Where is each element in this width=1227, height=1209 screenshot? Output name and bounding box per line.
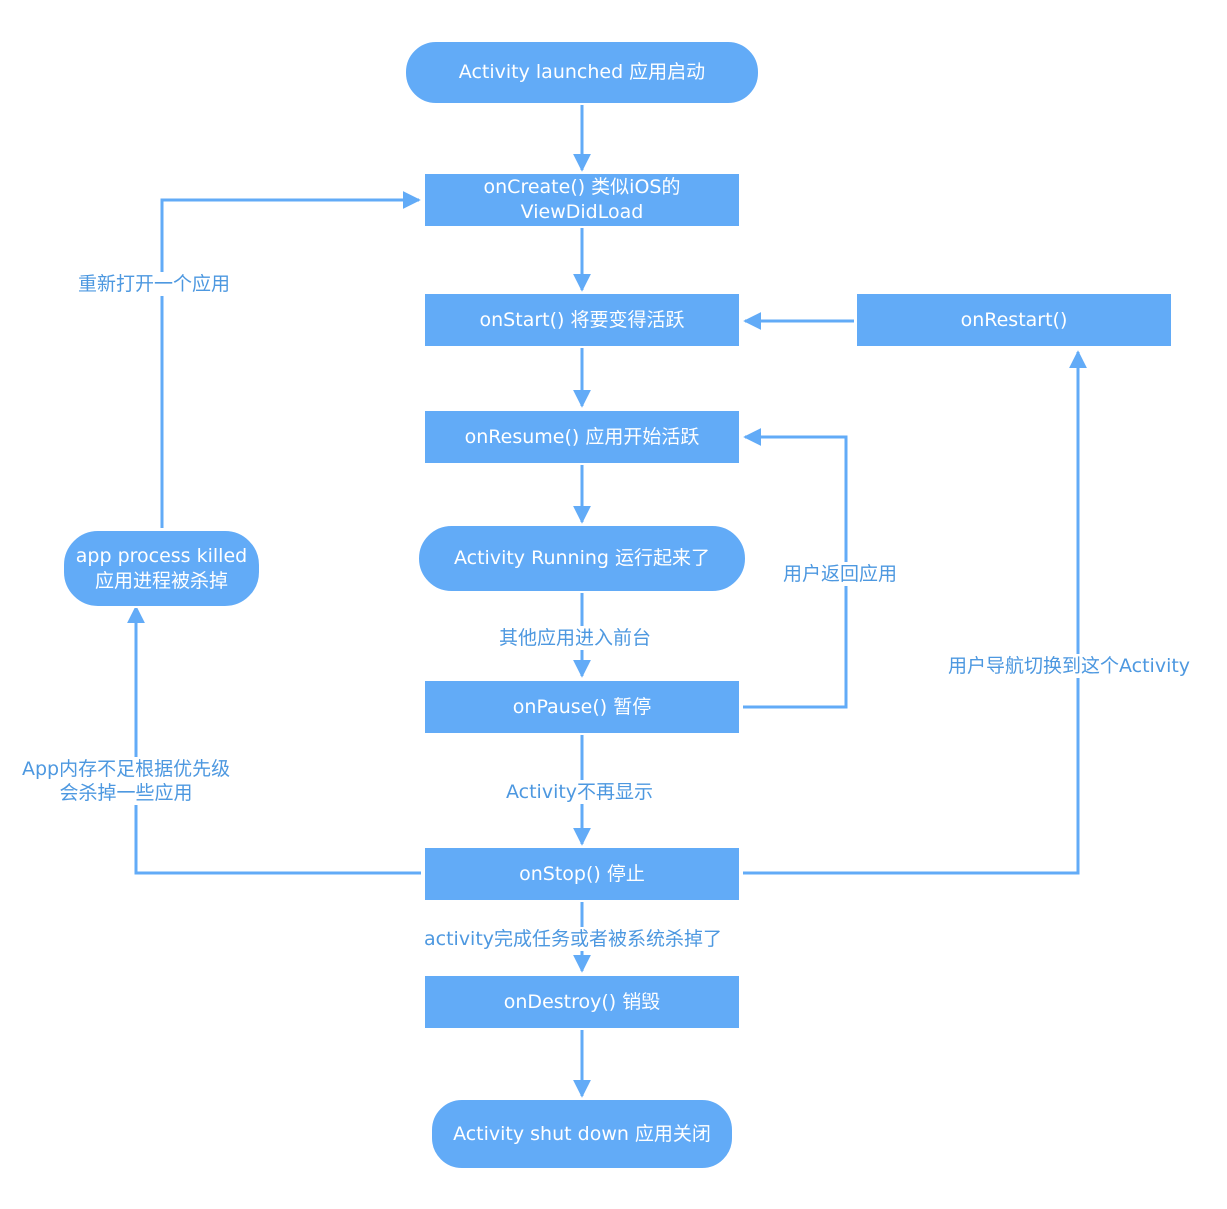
edge-label-low-memory: App内存不足根据优先级 会杀掉一些应用 <box>20 757 233 805</box>
node-activity-launched-label: Activity launched 应用启动 <box>458 61 706 83</box>
node-ondestroy-label: onDestroy() 销毁 <box>503 990 661 1013</box>
node-onstop: onStop() 停止 <box>423 846 741 902</box>
node-activity-running: Activity Running 运行起来了 <box>417 524 747 593</box>
node-app-process-killed: app process killed 应用进程被杀掉 <box>62 529 261 608</box>
node-onresume-label: onResume() 应用开始活跃 <box>464 425 700 448</box>
node-onstart-label: onStart() 将要变得活跃 <box>479 308 685 331</box>
node-onpause-label: onPause() 暂停 <box>512 695 652 718</box>
node-activity-shut-down: Activity shut down 应用关闭 <box>430 1098 734 1170</box>
node-onrestart-label: onRestart() <box>960 308 1068 331</box>
node-onstop-label: onStop() 停止 <box>519 862 645 885</box>
node-onstart: onStart() 将要变得活跃 <box>423 292 741 348</box>
node-onpause: onPause() 暂停 <box>423 679 741 735</box>
edge-killed-to-oncreate <box>160 191 421 528</box>
node-activity-shut-down-label: Activity shut down 应用关闭 <box>453 1122 711 1145</box>
node-onresume: onResume() 应用开始活跃 <box>423 409 741 465</box>
edge-label-not-shown: Activity不再显示 <box>504 780 656 804</box>
edge-label-reopen: 重新打开一个应用 <box>76 272 233 296</box>
edge-onstop-to-killed <box>127 605 421 875</box>
node-ondestroy: onDestroy() 销毁 <box>423 974 741 1030</box>
edge-label-user-return: 用户返回应用 <box>781 562 900 586</box>
edge-label-user-navigate: 用户导航切换到这个Activity <box>946 654 1193 678</box>
node-oncreate: onCreate() 类似iOS的 ViewDidLoad <box>423 172 741 228</box>
node-oncreate-label: onCreate() 类似iOS的 ViewDidLoad <box>483 176 681 223</box>
node-onrestart: onRestart() <box>855 292 1173 348</box>
edge-label-finished: activity完成任务或者被系统杀掉了 <box>422 927 725 951</box>
node-app-process-killed-label: app process killed 应用进程被杀掉 <box>75 544 248 592</box>
edge-onstop-to-onrestart <box>743 350 1087 875</box>
node-activity-running-label: Activity Running 运行起来了 <box>454 547 710 569</box>
edge-label-other-app-front: 其他应用进入前台 <box>497 626 654 650</box>
node-activity-launched: Activity launched 应用启动 <box>404 40 760 105</box>
